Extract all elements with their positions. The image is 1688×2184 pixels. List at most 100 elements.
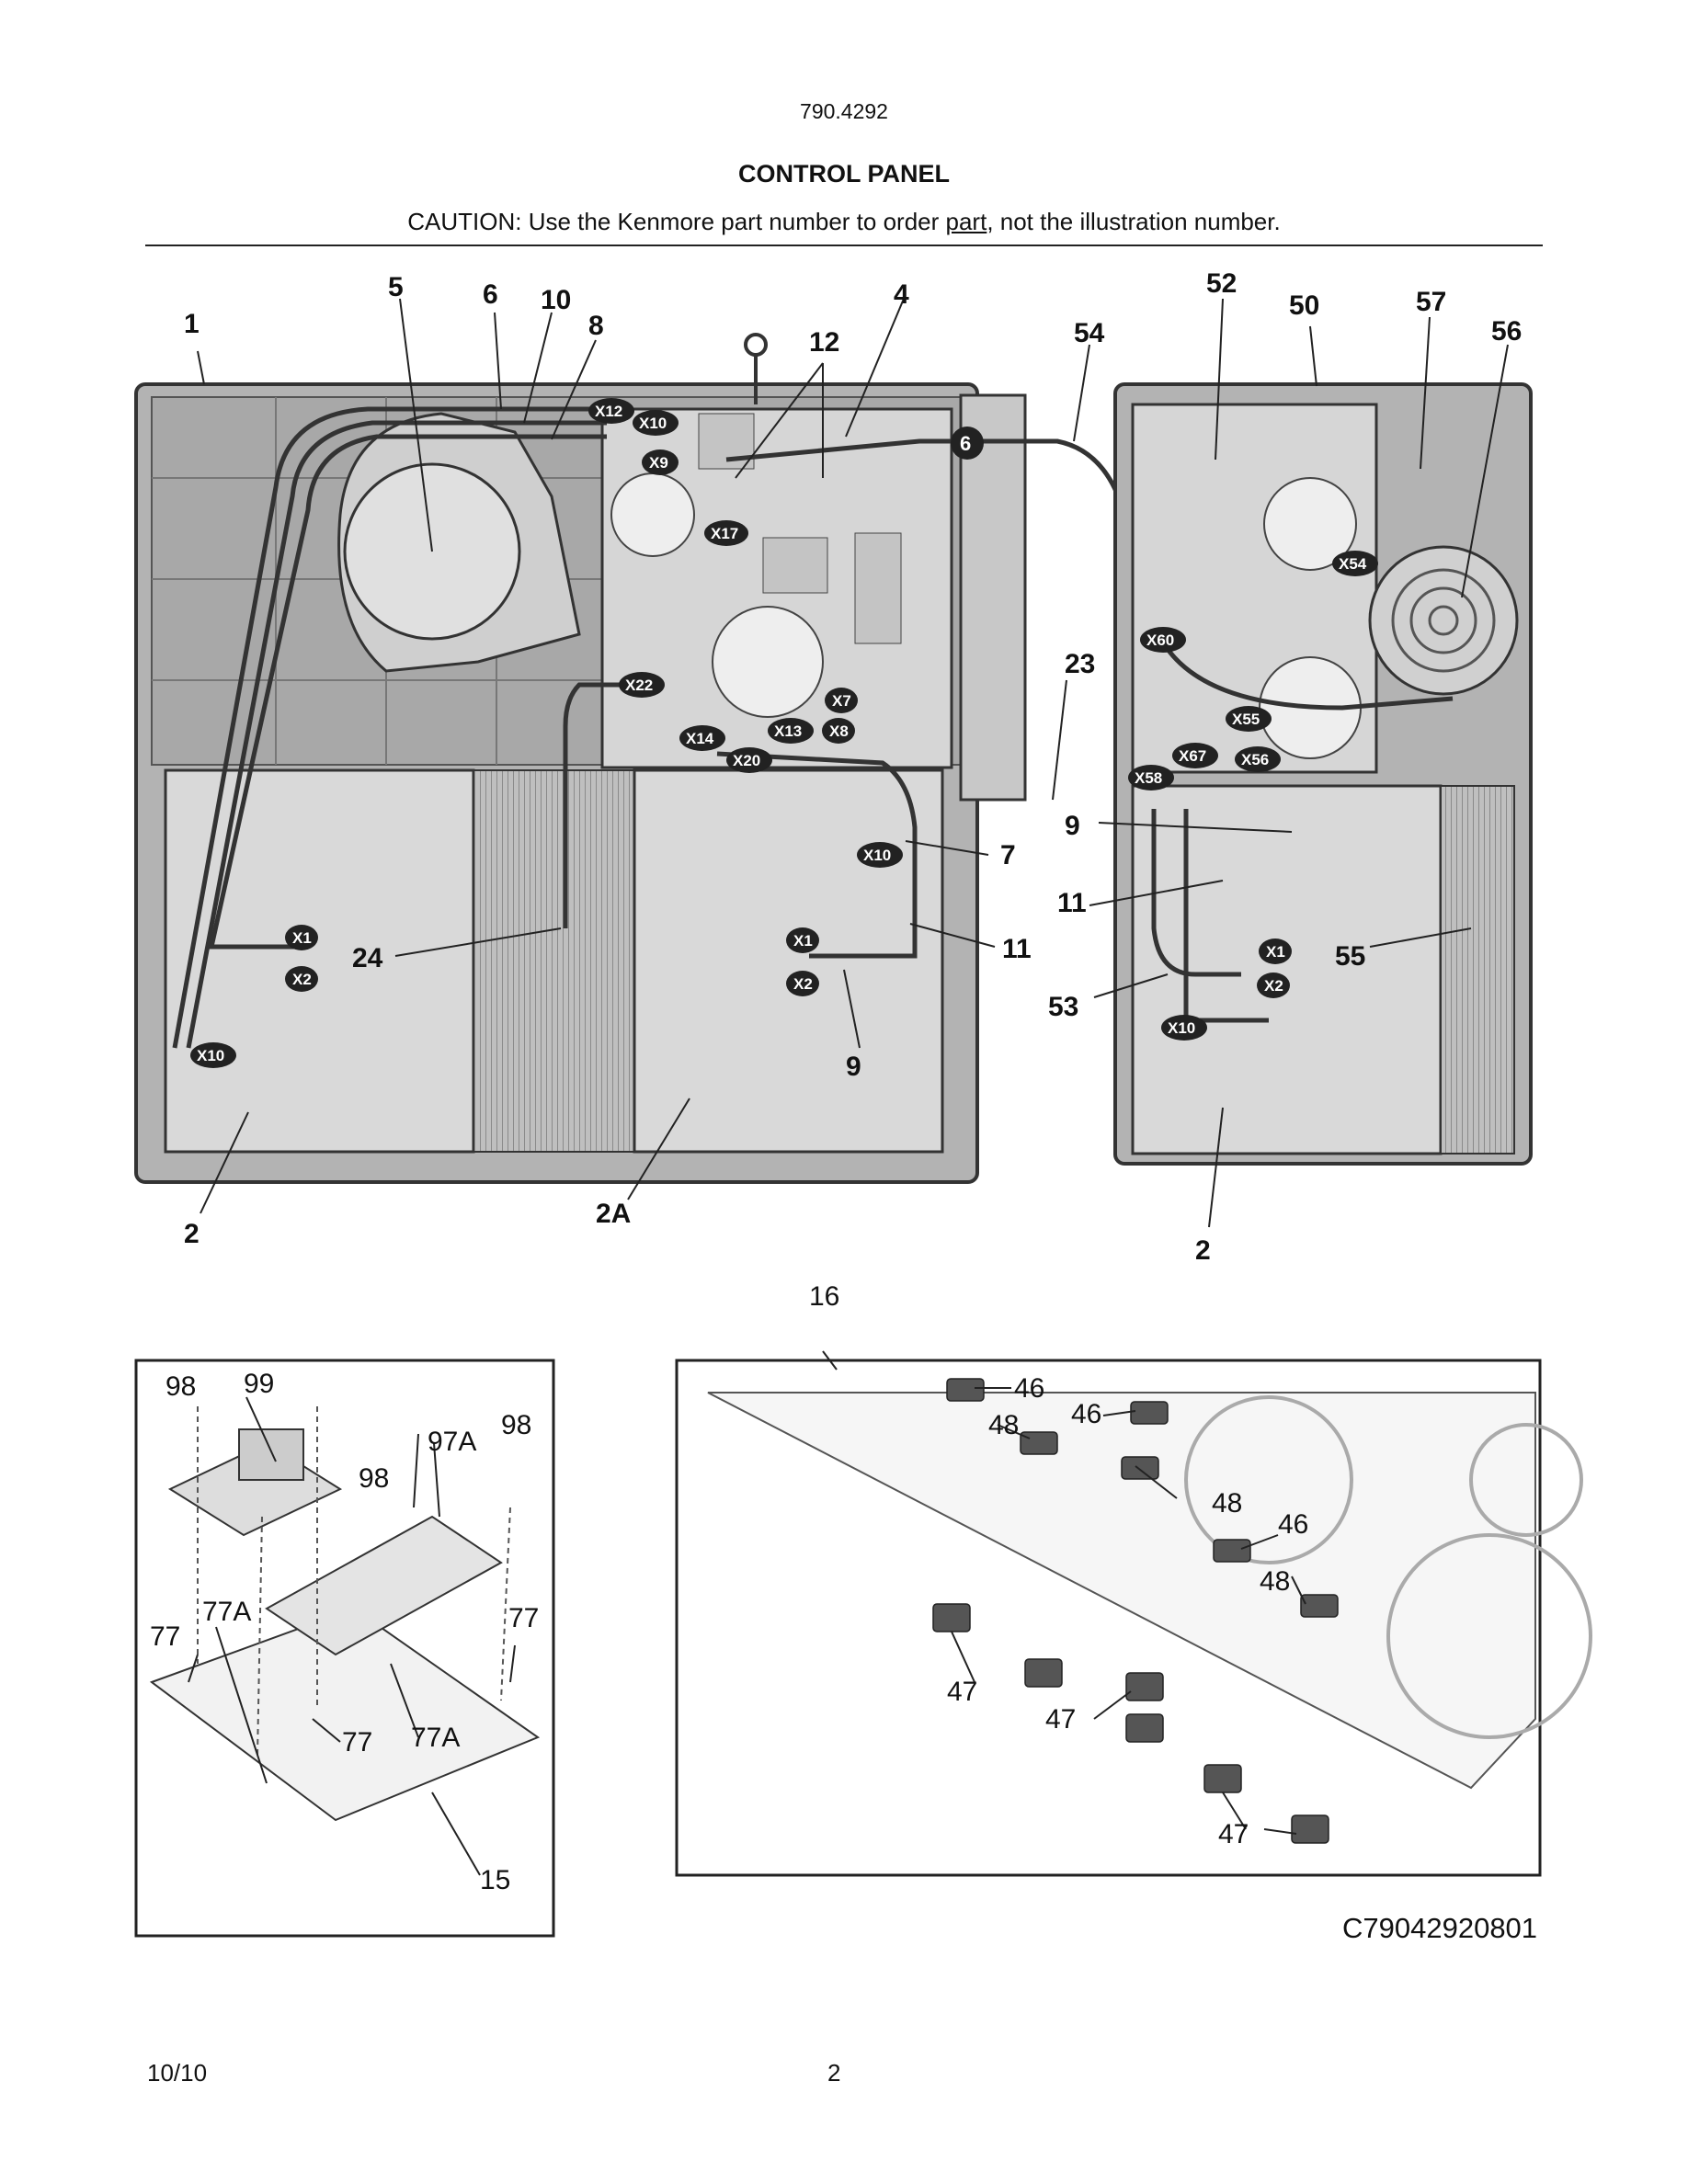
callout-48-b: 48	[1212, 1488, 1242, 1519]
callout-46-b: 46	[1071, 1399, 1101, 1429]
leader-lines	[197, 298, 1509, 1228]
svg-text:X10: X10	[1168, 1019, 1195, 1037]
callout-11-right: 11	[1057, 888, 1087, 918]
footer-date: 10/10	[147, 2059, 208, 2087]
callout-2A: 2A	[596, 1199, 631, 1229]
connector-x54: X54	[1332, 551, 1378, 576]
connector-x10-d: X10	[1161, 1015, 1207, 1041]
callouts-top: 1 5 6 10 8 12 4 54 52 50 57 56 23 9 7 11…	[184, 268, 1522, 1266]
connector-x58: X58	[1128, 765, 1174, 791]
control-panel-glass-box	[675, 1350, 1592, 1877]
callout-12: 12	[809, 327, 839, 358]
svg-text:X10: X10	[639, 415, 667, 432]
callout-16: 16	[809, 1281, 839, 1312]
svg-text:X2: X2	[793, 975, 813, 993]
callout-55: 55	[1335, 941, 1365, 972]
callout-47-b: 47	[1045, 1704, 1076, 1735]
callout-46-c: 46	[1278, 1509, 1308, 1540]
svg-text:X60: X60	[1146, 631, 1174, 649]
svg-text:X13: X13	[774, 722, 802, 740]
svg-text:X9: X9	[649, 454, 668, 472]
callout-8: 8	[588, 311, 604, 341]
callout-9: 9	[846, 1052, 861, 1082]
cooling-fan	[1368, 545, 1519, 696]
callout-54: 54	[1074, 318, 1105, 348]
callout-77-b: 77	[508, 1603, 539, 1633]
callout-48-c: 48	[1260, 1566, 1290, 1597]
page-title: CONTROL PANEL	[737, 160, 950, 188]
callout-47-c: 47	[1218, 1819, 1249, 1849]
connector-x12: X12	[588, 398, 634, 424]
callout-48-a: 48	[988, 1410, 1019, 1440]
svg-text:X12: X12	[595, 403, 622, 420]
connector-x56: X56	[1235, 746, 1281, 772]
connector-x2-a: X2	[285, 966, 318, 992]
svg-text:X22: X22	[625, 677, 653, 694]
callout-50: 50	[1289, 290, 1319, 321]
callout-2-right: 2	[1195, 1235, 1211, 1266]
connector-x22: X22	[619, 672, 665, 698]
callout-24: 24	[352, 943, 383, 973]
callout-2-left: 2	[184, 1219, 200, 1249]
connector-x67: X67	[1172, 743, 1218, 768]
ground-terminal	[744, 333, 768, 404]
figure-code: C79042920801	[1342, 1912, 1538, 1944]
svg-text:X14: X14	[686, 730, 714, 747]
callout-98-a: 98	[165, 1371, 196, 1402]
svg-text:X8: X8	[829, 722, 849, 740]
svg-text:X58: X58	[1135, 769, 1162, 787]
callout-77-a: 77	[150, 1621, 180, 1652]
svg-text:X54: X54	[1339, 555, 1367, 573]
left-housing	[134, 382, 1180, 1184]
svg-text:X17: X17	[711, 525, 738, 542]
relay-block	[959, 393, 1027, 802]
callout-1: 1	[184, 309, 200, 339]
callout-77-c: 77	[342, 1727, 372, 1757]
connector-6: 6	[951, 427, 984, 460]
svg-text:X67: X67	[1179, 747, 1206, 765]
transformer-assembly-box	[134, 1359, 555, 1938]
connector-x2-b: X2	[786, 971, 819, 996]
blower-fan	[337, 412, 581, 673]
callout-10: 10	[541, 285, 571, 315]
right-housing	[1113, 382, 1533, 1166]
caution-suffix: , not the illustration number.	[987, 208, 1281, 235]
callout-52: 52	[1206, 268, 1237, 299]
connector-x10-c: X10	[190, 1042, 236, 1068]
svg-text:X1: X1	[1266, 943, 1285, 961]
callout-53: 53	[1048, 992, 1078, 1022]
connector-x8: X8	[822, 718, 855, 744]
callout-9-right: 9	[1065, 811, 1080, 841]
connector-x17: X17	[704, 520, 748, 546]
caution-note: CAUTION: Use the Kenmore part number to …	[0, 208, 1688, 236]
footer-page: 2	[827, 2059, 841, 2087]
callout-23: 23	[1065, 649, 1095, 679]
callout-77A-b: 77A	[411, 1723, 460, 1753]
callout-47-a: 47	[947, 1677, 977, 1707]
callout-11: 11	[1002, 934, 1032, 964]
svg-text:X10: X10	[197, 1047, 224, 1064]
callout-5: 5	[388, 272, 404, 302]
svg-text:X20: X20	[733, 752, 760, 769]
svg-text:X2: X2	[292, 971, 312, 988]
connector-badges: X12 X10 X9 X17 6 X22 X7 X14 X13 X8 X20 X…	[190, 398, 1378, 1068]
callout-4: 4	[894, 279, 909, 310]
callouts-bottom-left: 98 99 97A 98 98 77A 77 77 77 77A 15	[150, 1369, 539, 1895]
caution-prefix: CAUTION: Use the Kenmore part number to …	[407, 208, 946, 235]
svg-text:X1: X1	[793, 932, 813, 950]
svg-text:X10: X10	[863, 847, 891, 864]
lower-element-boards	[164, 768, 944, 1154]
callout-7: 7	[1000, 840, 1016, 870]
connector-x9: X9	[642, 449, 679, 475]
callouts-bottom-right: 16 46 46 48 48 46 48 47 47 47	[809, 1281, 1308, 1849]
svg-text:X7: X7	[832, 692, 851, 710]
connector-x1-b: X1	[786, 927, 819, 953]
model-number: 790.4292	[800, 99, 888, 123]
caution-link: part	[945, 208, 987, 235]
connector-x1-c: X1	[1259, 938, 1292, 964]
connector-x20: X20	[726, 747, 772, 773]
connector-x60: X60	[1140, 627, 1186, 653]
callout-57: 57	[1416, 287, 1446, 317]
connector-x13: X13	[768, 718, 814, 744]
